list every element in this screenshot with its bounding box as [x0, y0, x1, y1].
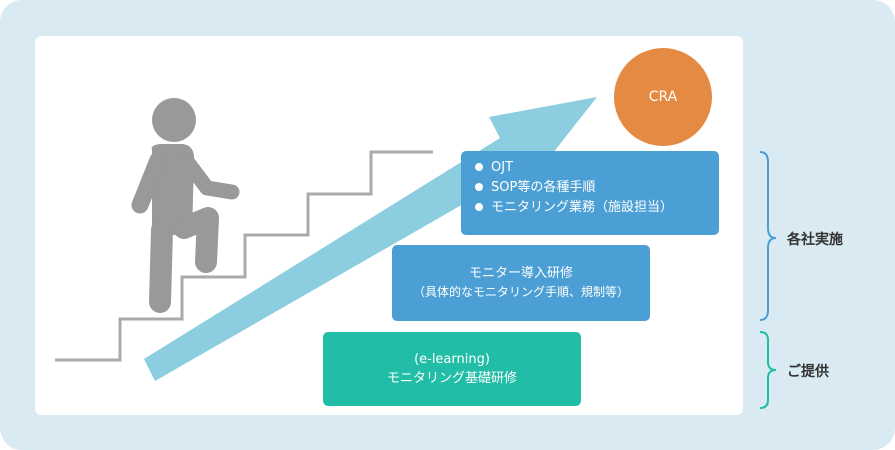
list-item: OJT: [475, 157, 719, 177]
cra-goal-circle: CRA: [614, 48, 712, 146]
step-bottom-title: (e-learning): [414, 352, 490, 367]
upper-bracket: [759, 151, 777, 321]
staircase: [55, 150, 433, 362]
list-item-text: SOP等の各種手順: [491, 179, 596, 195]
bullet-icon: [475, 203, 483, 211]
step-middle-box: モニター導入研修 （具体的なモニタリング手順、規制等）: [392, 245, 650, 321]
cra-label: CRA: [648, 89, 678, 105]
list-item: SOP等の各種手順: [475, 177, 719, 197]
step-middle-subtitle: （具体的なモニタリング手順、規制等）: [412, 285, 629, 299]
list-item: モニタリング業務（施設担当）: [475, 197, 719, 217]
step-bottom-subtitle: モニタリング基礎研修: [386, 371, 517, 386]
bullet-icon: [475, 163, 483, 171]
list-item-text: モニタリング業務（施設担当）: [491, 199, 674, 215]
step-top-box: OJT SOP等の各種手順 モニタリング業務（施設担当）: [461, 151, 719, 235]
step-bottom-box: (e-learning) モニタリング基礎研修: [323, 332, 581, 406]
bullet-icon: [475, 183, 483, 191]
list-item-text: OJT: [491, 159, 514, 175]
lower-bracket: [759, 331, 777, 409]
lower-bracket-label: ご提供: [787, 364, 829, 380]
upper-bracket-label: 各社実施: [787, 232, 843, 248]
climbing-person-icon: [131, 98, 240, 313]
step-middle-title: モニター導入研修: [468, 266, 573, 281]
